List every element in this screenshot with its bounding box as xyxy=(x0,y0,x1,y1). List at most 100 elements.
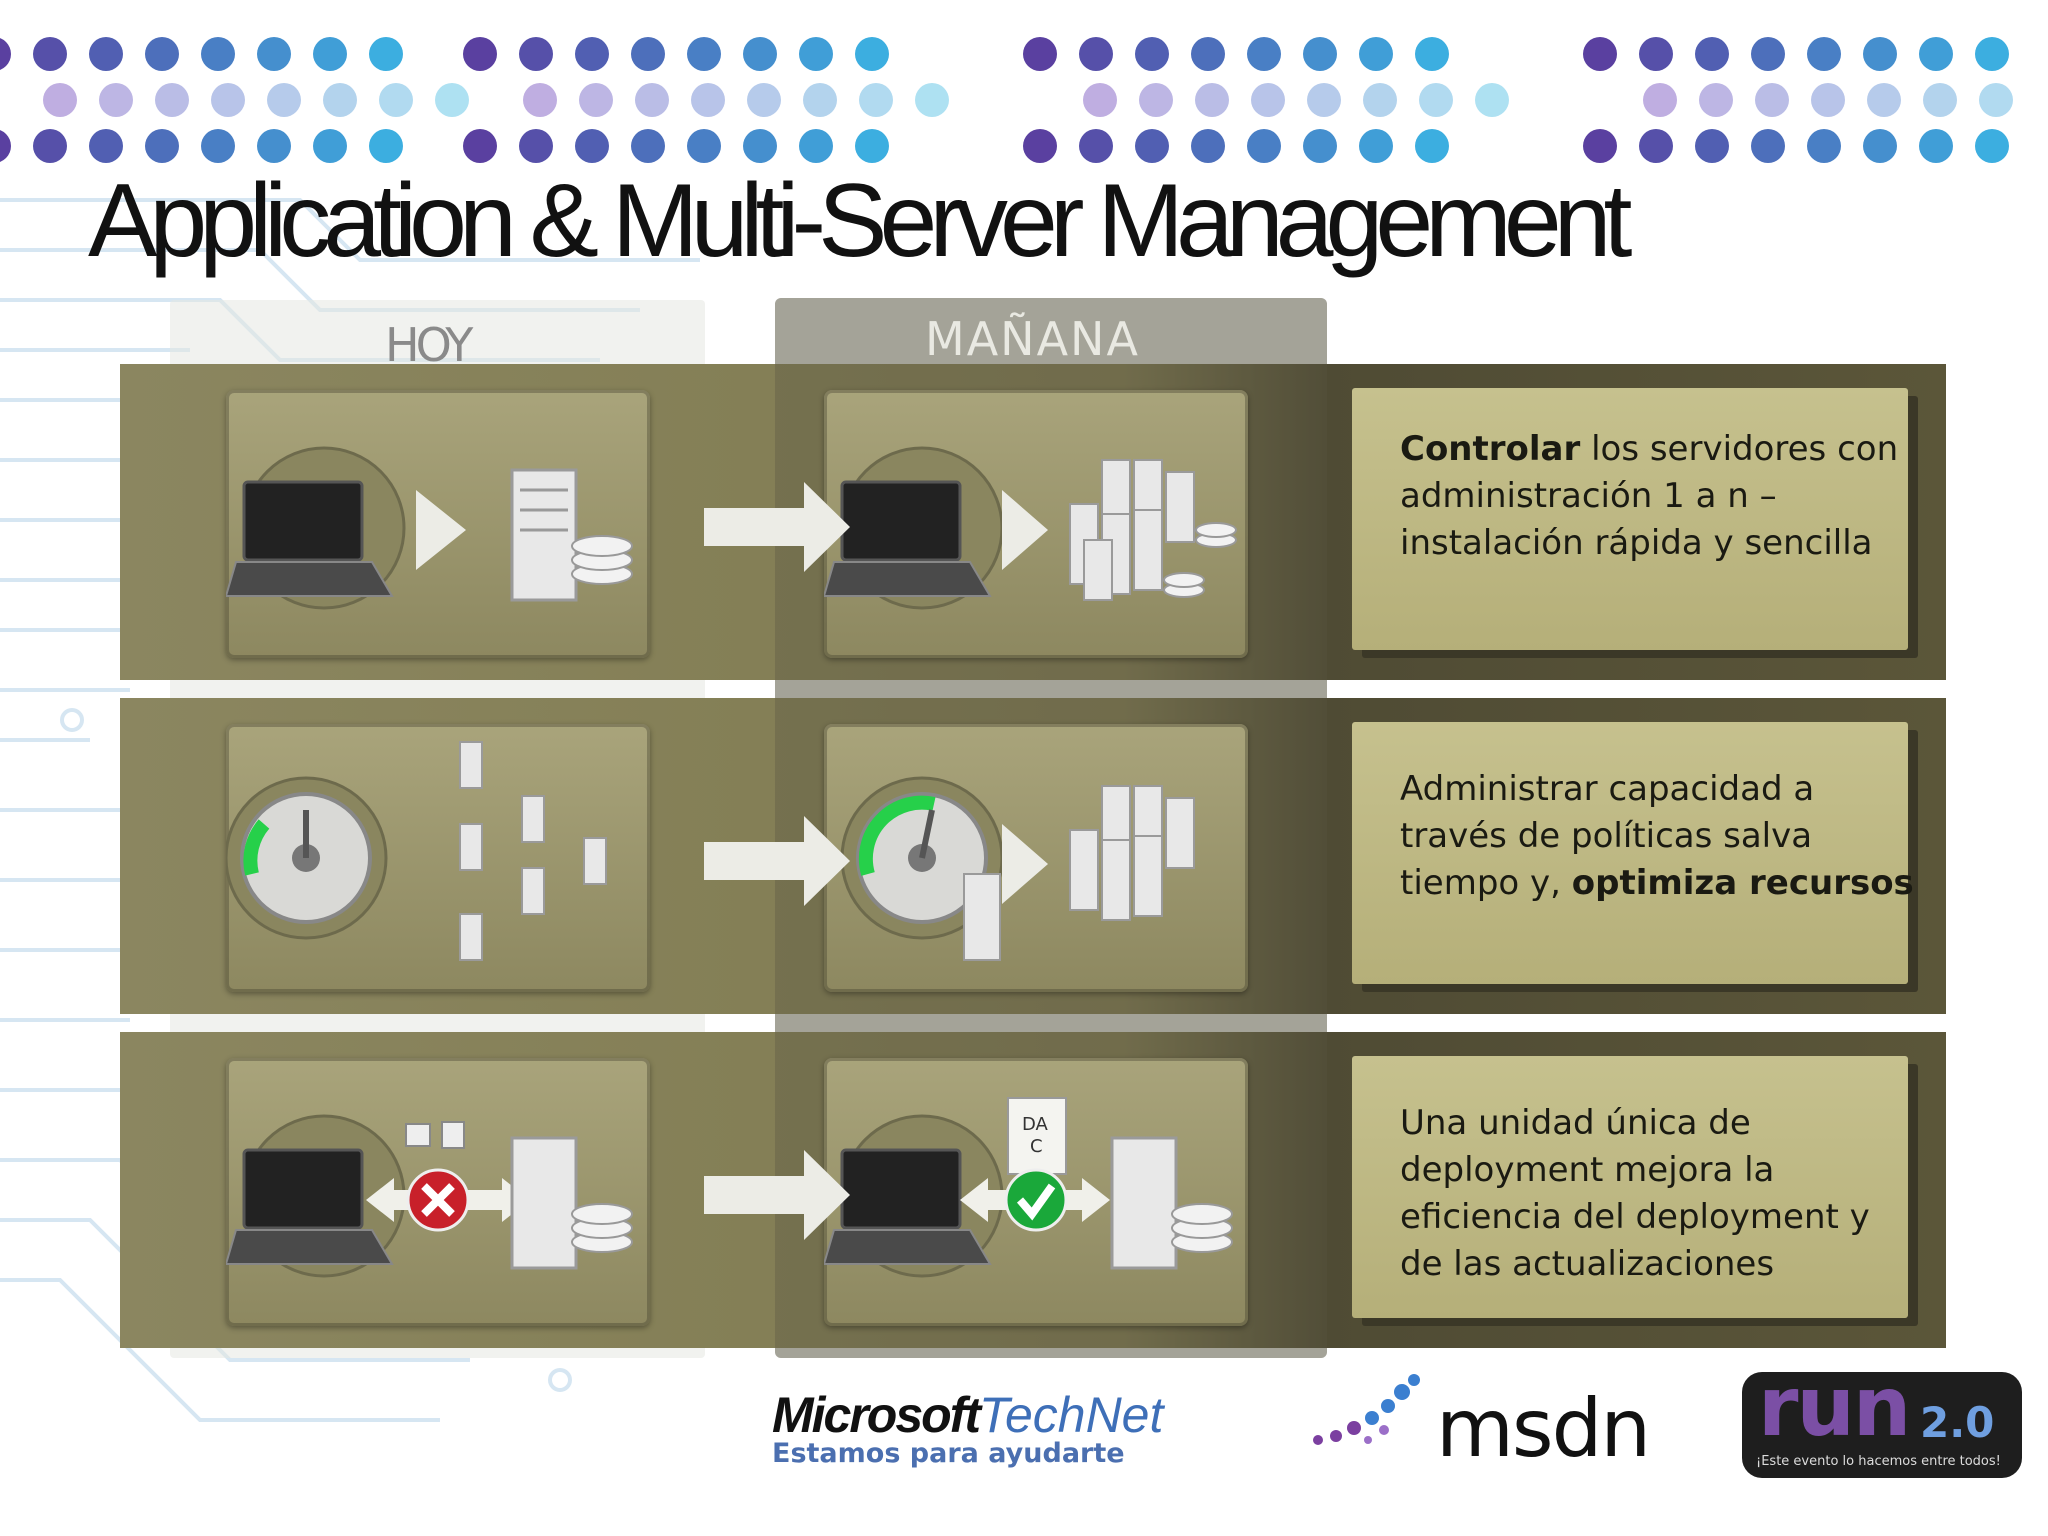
description-box-2 xyxy=(1352,722,1908,984)
decorative-dot xyxy=(435,83,469,117)
decorative-dot xyxy=(313,37,347,71)
decorative-dot xyxy=(1583,129,1617,163)
decorative-dot xyxy=(323,83,357,117)
today-panel-3 xyxy=(224,1058,650,1326)
technet-tagline: Estamos para ayudarte xyxy=(772,1438,1125,1469)
description-2-rest: Administrar capacidad a través de políti… xyxy=(1400,769,1815,903)
decorative-dot xyxy=(1363,83,1397,117)
run-logo-version: 2.0 xyxy=(1920,1398,1995,1447)
today-panel-2 xyxy=(224,724,650,992)
decorative-dot xyxy=(369,129,403,163)
decorative-dot xyxy=(369,37,403,71)
decorative-dot xyxy=(1359,129,1393,163)
decorative-dot xyxy=(99,83,133,117)
decorative-dot xyxy=(1811,83,1845,117)
decorative-dot xyxy=(1359,37,1393,71)
decorative-dot xyxy=(33,129,67,163)
description-1-bold: Controlar xyxy=(1400,429,1581,469)
run-logo-word: run xyxy=(1758,1360,1911,1455)
decorative-dot xyxy=(1251,83,1285,117)
decorative-dot xyxy=(1419,83,1453,117)
decorative-dot xyxy=(1475,83,1509,117)
today-panel-1 xyxy=(224,390,650,658)
decorative-dot xyxy=(855,37,889,71)
decorative-dot xyxy=(267,83,301,117)
dot-pattern-banner xyxy=(0,37,2013,163)
decorative-dot xyxy=(1247,37,1281,71)
decorative-dot xyxy=(1643,83,1677,117)
tomorrow-panel-1 xyxy=(822,390,1248,658)
description-text-3: Una unidad única de deployment mejora la… xyxy=(1400,1103,1870,1284)
decorative-dot xyxy=(145,37,179,71)
laptop-to-server-icon xyxy=(224,446,633,610)
decorative-dot xyxy=(519,37,553,71)
decorative-dot xyxy=(1923,83,1957,117)
run-logo-tagline: ¡Este evento lo hacemos entre todos! xyxy=(1756,1454,2001,1469)
decorative-dot xyxy=(89,129,123,163)
decorative-dot xyxy=(1975,37,2009,71)
decorative-dot xyxy=(1079,37,1113,71)
decorative-dot xyxy=(43,83,77,117)
decorative-dot xyxy=(201,37,235,71)
laptop-to-server-farm-icon xyxy=(822,446,1237,610)
decorative-dot xyxy=(1975,129,2009,163)
decorative-dot xyxy=(1079,129,1113,163)
decorative-dot xyxy=(257,129,291,163)
decorative-dot xyxy=(1191,129,1225,163)
decorative-dot xyxy=(1699,83,1733,117)
decorative-dot xyxy=(915,83,949,117)
decorative-dot xyxy=(1807,129,1841,163)
decorative-dot xyxy=(0,38,11,70)
decorative-dot xyxy=(687,129,721,163)
decorative-dot xyxy=(1639,37,1673,71)
decorative-dot xyxy=(1695,129,1729,163)
decorative-dot xyxy=(1303,129,1337,163)
description-box-3 xyxy=(1352,1056,1908,1318)
description-text-2: Administrar capacidad a través de políti… xyxy=(1400,766,1920,907)
decorative-dot xyxy=(1751,37,1785,71)
decorative-dot xyxy=(89,37,123,71)
decorative-dot xyxy=(747,83,781,117)
decorative-dot xyxy=(1247,129,1281,163)
decorative-dot xyxy=(463,129,497,163)
decorative-dot xyxy=(1755,83,1789,117)
run-2-0-logo: run 2.0 ¡Este evento lo hacemos entre to… xyxy=(1742,1360,2022,1478)
msdn-logo: msdn xyxy=(1436,1382,1651,1475)
decorative-dot xyxy=(631,37,665,71)
decorative-dot xyxy=(257,37,291,71)
decorative-dot xyxy=(635,83,669,117)
decorative-dot xyxy=(201,129,235,163)
decorative-dot xyxy=(1135,129,1169,163)
decorative-dot xyxy=(855,129,889,163)
arrow-right-icon xyxy=(704,816,850,906)
decorative-dot xyxy=(1919,129,1953,163)
column-header-tomorrow: MAÑANA xyxy=(925,312,1140,366)
decorative-dot xyxy=(1415,37,1449,71)
technet-brand: Microsoft xyxy=(772,1387,981,1443)
failed-deployment-icon xyxy=(224,1114,633,1278)
decorative-dot xyxy=(687,37,721,71)
description-2-bold: optimiza recursos xyxy=(1571,863,1914,903)
page-title: Application & Multi-Server Management xyxy=(88,163,1632,279)
technet-product: TechNet xyxy=(979,1387,1164,1443)
arrow-right-icon xyxy=(704,1150,850,1240)
optimized-utilization-server-farm-icon xyxy=(840,776,1195,961)
decorative-dot xyxy=(631,129,665,163)
decorative-dot xyxy=(523,83,557,117)
decorative-dot xyxy=(211,83,245,117)
decorative-dot xyxy=(1191,37,1225,71)
decorative-dot xyxy=(1807,37,1841,71)
decorative-dot xyxy=(743,129,777,163)
decorative-dot xyxy=(691,83,725,117)
decorative-dot xyxy=(1135,37,1169,71)
technet-logo: MicrosoftTechNet Estamos para ayudarte xyxy=(772,1386,1164,1469)
decorative-dot xyxy=(0,130,11,162)
decorative-dot xyxy=(1919,37,1953,71)
decorative-dot xyxy=(313,129,347,163)
decorative-dot xyxy=(1863,37,1897,71)
decorative-dot xyxy=(1195,83,1229,117)
decorative-dot xyxy=(1023,129,1057,163)
